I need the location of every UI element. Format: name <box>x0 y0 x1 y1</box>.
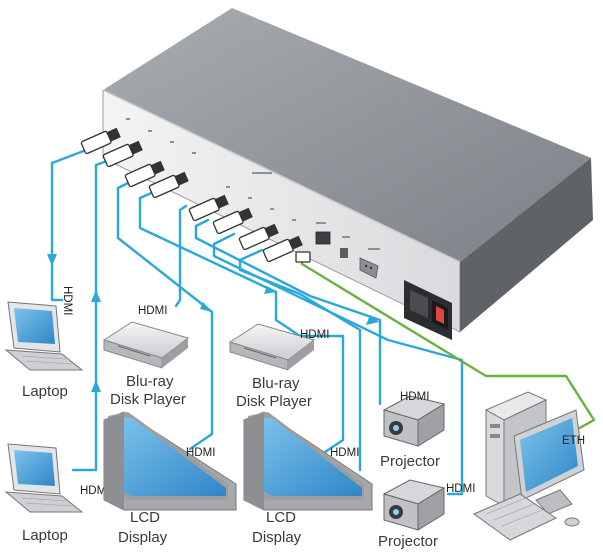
bluray-player-1: HDMI Blu-ray Disk Player <box>102 305 190 408</box>
lcd-2-cable-label: HDMI <box>330 447 359 459</box>
bluray-1-label-line2: Disk Player <box>110 391 186 408</box>
control-pc: ETH <box>472 391 585 541</box>
laptop-icon <box>4 301 84 371</box>
monitor-icon <box>513 409 585 515</box>
projector-2: HDMI Projector <box>378 479 475 550</box>
switcher-top <box>103 8 591 262</box>
keyboard-icon <box>472 493 558 541</box>
eth-cable-label: ETH <box>562 435 585 447</box>
lcd-1-cable-label: HDMI <box>186 447 215 459</box>
projector-icon <box>382 479 446 531</box>
eth-cable <box>300 258 596 432</box>
lcd-2-label-line2: Display <box>252 529 302 546</box>
bluray-player-icon <box>102 321 190 369</box>
lcd-1-label-line2: Display <box>118 529 168 546</box>
switcher-side <box>460 158 593 332</box>
projector-1-label: Projector <box>380 453 440 470</box>
bluray-1-label-line1: Blu-ray <box>126 373 174 390</box>
bluray-2-label-line2: Disk Player <box>236 393 312 410</box>
lcd-display-icon <box>243 411 373 511</box>
laptop-2: Laptop HDMI <box>4 443 109 544</box>
laptop-1-cable-label: HDMI <box>61 286 73 315</box>
hdmi-cables <box>47 145 464 496</box>
laptop-1-label: Laptop <box>22 383 68 400</box>
projector-1-cable-label: HDMI <box>400 391 429 403</box>
power-inlet <box>404 280 452 340</box>
lcd-1-label-line1: LCD <box>130 509 160 526</box>
laptop-1: Laptop HDMI <box>4 286 84 400</box>
bluray-1-cable-label: HDMI <box>138 305 167 317</box>
mouse-icon <box>564 517 580 527</box>
projector-icon <box>382 395 446 447</box>
ethernet-port <box>315 231 331 245</box>
bluray-player-icon <box>228 323 316 371</box>
laptop-2-label: Laptop <box>22 527 68 544</box>
projector-2-cable-label: HDMI <box>446 483 475 495</box>
projector-1: HDMI Projector <box>380 391 446 470</box>
lcd-display-icon <box>103 411 237 511</box>
rs232-port <box>359 257 379 279</box>
lcd-display-2: HDMI LCD Display <box>243 411 373 546</box>
hdmi-plugs <box>80 127 311 263</box>
laptop-2-cable-label: HDMI <box>80 485 109 497</box>
bluray-2-cable-label: HDMI <box>300 329 329 341</box>
power-switch-icon <box>436 306 444 324</box>
matrix-switcher <box>102 8 593 340</box>
usb-port <box>340 248 348 258</box>
laptop-icon <box>4 443 84 513</box>
projector-2-label: Projector <box>378 533 438 550</box>
lcd-display-1: HDMI LCD Display <box>103 411 237 546</box>
bluray-player-2: HDMI Blu-ray Disk Player <box>228 323 329 410</box>
lcd-2-label-line1: LCD <box>266 509 296 526</box>
bluray-2-label-line1: Blu-ray <box>252 375 300 392</box>
